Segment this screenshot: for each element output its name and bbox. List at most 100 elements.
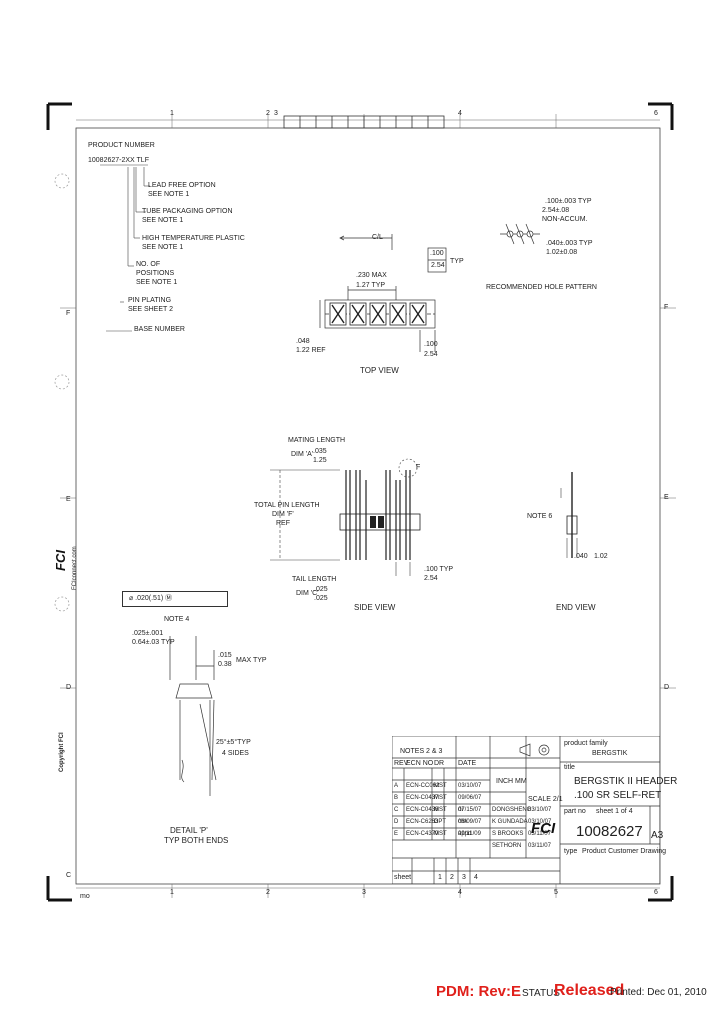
rev-cell: E xyxy=(394,831,399,837)
col-label-bottom-5: 5 xyxy=(554,889,558,896)
rev-cell: A xyxy=(394,783,399,789)
rev-cell: MST xyxy=(434,831,447,837)
tolerance-frame: ⌀ .020(.51) Ⓜ xyxy=(122,591,228,607)
hole-pattern-drawing xyxy=(500,223,540,245)
col-label-bottom-1: 1 xyxy=(170,889,174,896)
part-key-example: 10082627-2XX TLF xyxy=(88,157,149,164)
part-key-item-9: SEE NOTE 1 xyxy=(136,279,178,286)
signature-cell: K GUNDADA xyxy=(492,819,528,825)
side-tail-val: .025 xyxy=(314,586,328,593)
hole-dim1-note: NON-ACCUM. xyxy=(542,216,588,223)
col-label-top-4: 4 xyxy=(458,110,462,117)
row-label-f-left: F xyxy=(66,310,71,317)
signature-cell: appd xyxy=(458,831,472,837)
part-key-item-8: POSITIONS xyxy=(136,270,175,277)
side-tail-val2: .025 xyxy=(314,595,328,602)
top-view-dim-bottom: .100 xyxy=(424,341,438,348)
rev-cell: 09/11/09 xyxy=(458,831,481,837)
rev-cell: B xyxy=(394,795,399,801)
tb-fci-logo: FCI xyxy=(530,816,558,838)
signature-cell: DONGSHENG xyxy=(492,807,532,813)
fci-logo-icon: FCI xyxy=(531,820,556,837)
tb-title-line2: .100 SR SELF-RET xyxy=(574,790,662,801)
tb-type-val: Product Customer Drawing xyxy=(582,848,667,855)
signature-cell: chk xyxy=(458,819,468,825)
detail-drawing xyxy=(169,636,217,796)
fci-logo-icon: FCI xyxy=(53,550,68,571)
top-view-dim-pitch: 1.27 TYP xyxy=(356,282,386,289)
hole-dim2-mm: 1.02±0.08 xyxy=(546,249,578,256)
signature-cell: dr xyxy=(458,807,464,813)
rev-cell: ECN-C0436 xyxy=(406,807,439,813)
col-label-top-2: 2 xyxy=(266,110,270,117)
row-label-d-left: D xyxy=(66,684,72,691)
detail-note: NOTE 4 xyxy=(164,616,190,623)
row-label-c-left: C xyxy=(66,872,72,879)
end-view-dim-mm: 1.02 xyxy=(594,553,608,560)
part-key-item-7: NO. OF xyxy=(136,261,161,268)
side-tail-length: TAIL LENGTH xyxy=(292,576,337,583)
detail-sides: 4 SIDES xyxy=(222,750,249,757)
col-label-bottom-6: 6 xyxy=(654,889,658,896)
rev-cell: 07/15/07 xyxy=(458,807,482,813)
signature-cell: 03/10/07 xyxy=(528,819,552,825)
col-label-bottom-3: 3 xyxy=(362,889,366,896)
tb-part-label: part no xyxy=(564,808,586,815)
col-label-bottom-4: 4 xyxy=(458,889,462,896)
top-view-dim-side-mm: 1.22 REF xyxy=(296,347,326,354)
tb-rev-h0: REV xyxy=(394,760,409,767)
rev-cell: ECN-C0437 xyxy=(406,795,439,801)
tb-sheet-4: 4 xyxy=(474,874,478,881)
tb-scale: SCALE 2/1 xyxy=(528,796,563,803)
detail-dim1-mm: 0.64±.03 TYP xyxy=(132,639,175,646)
hole-dim1-mm: 2.54±.08 xyxy=(542,207,570,214)
rev-cell: ECN-C6263 xyxy=(406,819,439,825)
signature-cell: SETHORN xyxy=(492,843,522,849)
tb-notes: NOTES 2 & 3 xyxy=(400,748,443,755)
status-label: STATUS xyxy=(522,988,560,999)
top-view-dim-top: C/L xyxy=(372,234,383,241)
hole-dim1: .100±.003 TYP xyxy=(545,198,592,205)
side-mating-val2: 1.25 xyxy=(313,457,327,464)
top-view-dim-side: .048 xyxy=(296,338,310,345)
part-key-item-5: HIGH TEMPERATURE PLASTIC xyxy=(142,235,245,242)
detail-dim2-note: MAX TYP xyxy=(236,657,267,664)
status-value: Released xyxy=(554,982,625,999)
rev-cell: 03/10/07 xyxy=(458,783,482,789)
detail-label: DETAIL 'P' xyxy=(170,826,208,835)
part-key-item-11: SEE SHEET 2 xyxy=(128,306,174,313)
tolerance-text: ⌀ .020(.51) Ⓜ xyxy=(129,595,173,602)
tb-rev-h3: DATE xyxy=(458,760,477,767)
title-block-grid xyxy=(392,736,660,884)
side-tail-dim: DIM 'C' xyxy=(296,590,319,597)
top-view-dim-bottom-mm: 2.54 xyxy=(424,351,438,358)
top-view-typ: TYP xyxy=(450,258,464,265)
rev-cell: MST xyxy=(434,807,447,813)
part-key-item-2: SEE NOTE 1 xyxy=(148,191,190,198)
top-view-label: TOP VIEW xyxy=(360,366,399,375)
end-view-drawing xyxy=(560,472,578,558)
part-key-item-3: TUBE PACKAGING OPTION xyxy=(142,208,233,215)
rev-cell: 09/06/07 xyxy=(458,795,482,801)
detail-sublabel: TYP BOTH ENDS xyxy=(164,836,229,845)
top-view-dim-width: .230 MAX xyxy=(356,272,387,279)
rev-cell: 08/09/07 xyxy=(458,819,482,825)
part-key-title: PRODUCT NUMBER xyxy=(88,142,155,149)
tb-rev-h1: ECN NO xyxy=(406,760,434,767)
side-total-ref: REF xyxy=(276,520,290,527)
rev-cell: D xyxy=(394,819,399,825)
signature-cell: 03/10/07 xyxy=(528,807,552,813)
pdm-revision: PDM: Rev:E xyxy=(436,983,522,1000)
rev-cell: ECN-C4370 xyxy=(406,831,439,837)
side-view-drawing xyxy=(270,458,421,576)
bottom-left-mark: mo xyxy=(80,893,90,900)
tb-dim-units: INCH MM xyxy=(496,778,527,785)
tb-part-number: 10082627 xyxy=(576,823,643,840)
svg-text:FCI: FCI xyxy=(53,550,68,571)
row-label-e-left: E xyxy=(66,496,71,503)
end-view-dim: .040 xyxy=(574,553,588,560)
part-key-item-4: SEE NOTE 1 xyxy=(142,217,184,224)
end-view-label: END VIEW xyxy=(556,603,596,612)
part-key-item-10: PIN PLATING xyxy=(128,297,172,304)
